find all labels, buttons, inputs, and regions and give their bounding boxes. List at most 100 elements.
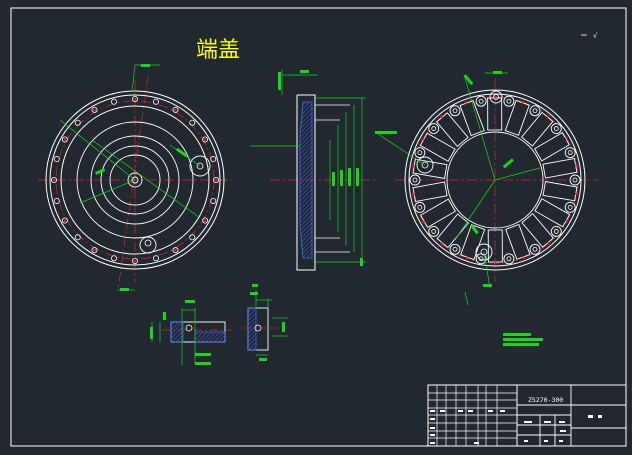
radial-hole-icon — [212, 176, 219, 183]
rib-slot-icon — [412, 181, 448, 203]
title-cell-text — [468, 410, 473, 412]
radial-hole-icon — [74, 119, 81, 126]
hole-center-mark — [203, 219, 207, 222]
hole-center-mark — [493, 95, 496, 99]
section-view-middle — [250, 70, 375, 271]
roughness-note: √ — [593, 32, 598, 40]
circle-outline-icon — [529, 243, 541, 255]
hole-center-mark — [133, 259, 137, 263]
bolt-hole-inner — [532, 246, 538, 252]
drawing-title: 端盖 — [196, 38, 240, 63]
bolt-hole-inner — [532, 108, 538, 114]
circle-outline-icon — [449, 243, 461, 255]
bolt-hole-inner — [452, 246, 458, 252]
bolt-hole-inner — [506, 98, 512, 104]
radial-hole-icon — [53, 197, 60, 204]
hole-center-mark — [93, 248, 96, 252]
sheet-border — [10, 7, 627, 447]
detail-section-b — [244, 284, 288, 361]
title-cell-text — [488, 410, 493, 412]
front-view-left — [38, 64, 232, 291]
hole-center-mark — [494, 261, 497, 265]
title-block-grid — [427, 384, 518, 447]
technical-notes — [503, 333, 543, 346]
hole-center-mark — [522, 256, 526, 260]
hole-center-mark — [547, 242, 550, 245]
rib-slot-icon — [542, 157, 578, 179]
radial-hole-icon — [202, 136, 209, 143]
hole-center-mark — [465, 256, 469, 260]
radial-hole-icon — [202, 217, 209, 224]
circle-outline-icon — [503, 95, 515, 107]
radial-hole-icon — [189, 234, 196, 241]
hole-center-mark — [214, 178, 218, 182]
detail-section-a — [150, 300, 232, 365]
radial-hole-icon — [210, 156, 217, 163]
hole-center-mark — [421, 137, 425, 141]
radial-hole-icon — [172, 106, 179, 113]
title-cell-text — [430, 418, 435, 420]
bolt-hole-inner — [417, 150, 423, 156]
radial-hole-icon — [189, 119, 196, 126]
radial-hole-icon — [210, 197, 217, 204]
circle-outline-icon — [414, 201, 426, 213]
circle-outline-icon — [503, 253, 515, 265]
radial-hole-icon — [91, 106, 98, 113]
circle-outline-icon — [409, 174, 421, 186]
hole-center-mark — [575, 192, 579, 196]
bolt-hole-inner — [431, 229, 437, 234]
hole-center-mark — [174, 248, 177, 252]
circle-outline-icon — [414, 147, 426, 159]
title-cell-text — [430, 434, 435, 436]
hole-center-mark — [63, 219, 67, 222]
radial-hole-icon — [53, 156, 60, 163]
hole-center-mark — [464, 100, 468, 104]
hole-center-mark — [546, 114, 550, 118]
circle-outline-icon — [428, 225, 440, 237]
bolt-hole-pattern-right — [409, 95, 581, 265]
title-cell-text — [474, 442, 479, 444]
title-cell-text — [430, 427, 435, 429]
hole-center-mark — [203, 138, 207, 141]
roughness-symbol: √ — [581, 32, 598, 40]
radial-hole-icon — [61, 136, 68, 143]
circle-outline-icon — [475, 95, 487, 107]
radial-hole-icon — [61, 217, 68, 224]
title-cell-text — [458, 410, 463, 412]
bolt-hole-inner — [412, 177, 418, 183]
bolt-hole-inner — [567, 150, 573, 156]
circle-outline-icon — [569, 174, 581, 186]
hole-center-mark — [174, 108, 177, 112]
bolt-hole-inner — [553, 126, 559, 131]
radial-hole-icon — [91, 247, 98, 254]
radial-hole-icon — [172, 247, 179, 254]
drawing-number: ZS270-300 — [528, 396, 563, 404]
hole-center-mark — [422, 220, 425, 224]
bolt-hole-inner — [417, 204, 423, 210]
bolt-hole-inner — [478, 98, 484, 104]
hole-center-mark — [52, 178, 56, 182]
radial-hole-icon — [111, 98, 118, 105]
hole-center-mark — [93, 108, 96, 112]
title-block: ZS270-300 — [427, 384, 627, 447]
bolt-hole-inner — [431, 126, 437, 131]
title-cell-text — [430, 410, 435, 412]
radial-hole-icon — [74, 234, 81, 241]
hole-center-mark — [565, 219, 569, 223]
bolt-hole-pattern-left — [51, 96, 219, 264]
radial-hole-icon — [111, 255, 118, 262]
title-cell-text — [440, 410, 445, 412]
hole-center-mark — [521, 100, 525, 104]
hole-center-mark — [133, 97, 137, 101]
bolt-hole-inner — [572, 177, 578, 183]
circle-outline-icon — [529, 105, 541, 117]
hole-center-mark — [565, 136, 568, 140]
circle-outline-icon — [550, 123, 562, 135]
circle-outline-icon — [428, 123, 440, 135]
circle-outline-icon — [449, 105, 461, 117]
bolt-hole-inner — [553, 229, 559, 234]
bolt-hole-inner — [567, 204, 573, 210]
radial-hole-icon — [131, 257, 138, 264]
